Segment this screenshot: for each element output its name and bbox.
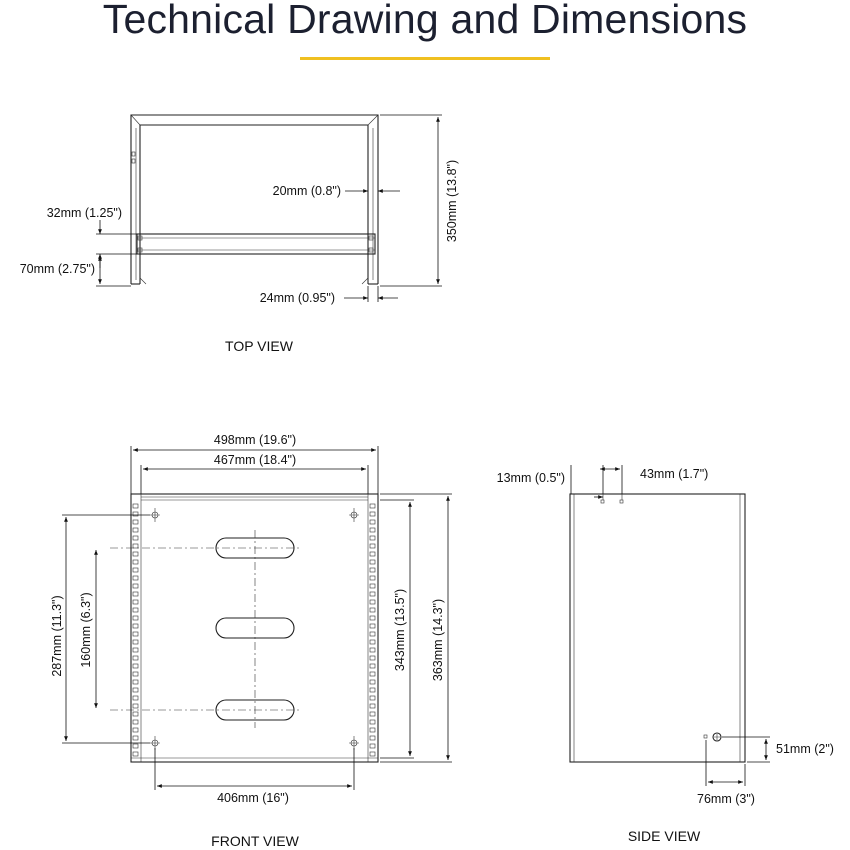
rail-hole	[132, 543, 139, 549]
rail-hole	[369, 631, 376, 637]
front-view-dimensions	[62, 446, 452, 790]
side-view-caption: SIDE VIEW	[628, 828, 701, 844]
front-view-caption: FRONT VIEW	[211, 833, 299, 849]
rail-hole	[132, 623, 139, 629]
rail-hole	[369, 591, 376, 597]
top-depth-label: 350mm (13.8")	[445, 160, 459, 242]
rail-hole	[132, 711, 139, 717]
rail-hole	[132, 511, 139, 517]
rail-hole	[132, 687, 139, 693]
rail-hole	[132, 663, 139, 669]
rail-hole	[369, 535, 376, 541]
rail-hole	[132, 743, 139, 749]
top-view-dimensions	[96, 114, 442, 302]
side-view-drawing	[569, 493, 746, 763]
rail-hole	[132, 735, 139, 741]
rail-hole	[369, 663, 376, 669]
top-rail-offset-label: 70mm (2.75")	[20, 262, 95, 276]
side-hole-offset-label: 13mm (0.5")	[497, 471, 565, 485]
rail-hole	[369, 599, 376, 605]
rail-hole	[132, 631, 139, 637]
rail-hole	[132, 703, 139, 709]
rail-hole	[369, 575, 376, 581]
front-inner-height-label: 343mm (13.5")	[393, 589, 407, 671]
rail-hole	[369, 655, 376, 661]
rail-hole	[132, 567, 139, 573]
side-view-dimensions	[570, 465, 770, 786]
front-outer-width-label: 498mm (19.6")	[214, 433, 296, 447]
rail-hole	[369, 647, 376, 653]
rail-hole	[369, 519, 376, 525]
side-lower-offset-label: 76mm (3")	[697, 792, 755, 806]
rail-hole	[132, 655, 139, 661]
rail-hole	[132, 615, 139, 621]
front-outer-height-label: 363mm (14.3")	[431, 599, 445, 681]
rail-hole	[132, 519, 139, 525]
side-lower-height-label: 51mm (2")	[776, 742, 834, 756]
rail-hole	[369, 671, 376, 677]
rail-hole	[369, 511, 376, 517]
rail-hole	[132, 591, 139, 597]
rail-hole	[369, 503, 376, 509]
rail-hole	[369, 543, 376, 549]
front-view-drawing	[110, 493, 379, 763]
rail-hole	[369, 639, 376, 645]
rail-hole	[132, 599, 139, 605]
rail-hole	[369, 735, 376, 741]
top-rail-width-label: 32mm (1.25")	[47, 206, 122, 220]
rail-hole	[369, 551, 376, 557]
side-hole-spacing-label: 43mm (1.7")	[640, 467, 708, 481]
rail-hole	[132, 639, 139, 645]
top-view-caption: TOP VIEW	[225, 338, 294, 354]
rail-hole	[369, 703, 376, 709]
rail-hole	[132, 503, 139, 509]
front-rail-width-label: 467mm (18.4")	[214, 453, 296, 467]
rail-hole	[132, 551, 139, 557]
rail-hole	[132, 671, 139, 677]
rail-hole	[132, 559, 139, 565]
rail-hole	[369, 687, 376, 693]
rail-hole	[369, 559, 376, 565]
rail-hole	[132, 607, 139, 613]
front-mount-height-label: 287mm (11.3")	[50, 595, 64, 676]
rail-hole	[132, 719, 139, 725]
title-underline	[300, 57, 550, 60]
rail-hole	[369, 719, 376, 725]
front-slot-spacing-label: 160mm (6.3")	[79, 592, 93, 667]
top-view-drawing	[130, 114, 379, 285]
rail-hole	[369, 615, 376, 621]
front-mount-width-label: 406mm (16")	[217, 791, 289, 805]
rail-hole	[132, 695, 139, 701]
page-title: Technical Drawing and Dimensions	[102, 0, 748, 42]
rail-hole	[132, 727, 139, 733]
rail-hole	[369, 679, 376, 685]
rail-hole	[132, 647, 139, 653]
rail-hole	[369, 695, 376, 701]
mount-holes	[150, 508, 359, 750]
top-rail-inset-label: 20mm (0.8")	[273, 184, 341, 198]
rail-hole	[369, 583, 376, 589]
rail-hole	[369, 751, 376, 757]
rail-hole	[132, 575, 139, 581]
rail-hole	[132, 527, 139, 533]
rail-hole	[132, 535, 139, 541]
top-frame-thickness-label: 24mm (0.95")	[260, 291, 335, 305]
rail-hole	[369, 527, 376, 533]
rail-hole	[369, 567, 376, 573]
rail-hole	[132, 583, 139, 589]
rail-hole	[369, 623, 376, 629]
rail-hole	[369, 727, 376, 733]
rail-hole	[132, 751, 139, 757]
rail-hole	[369, 607, 376, 613]
rail-hole	[132, 679, 139, 685]
rail-hole	[369, 743, 376, 749]
rail-hole	[369, 711, 376, 717]
